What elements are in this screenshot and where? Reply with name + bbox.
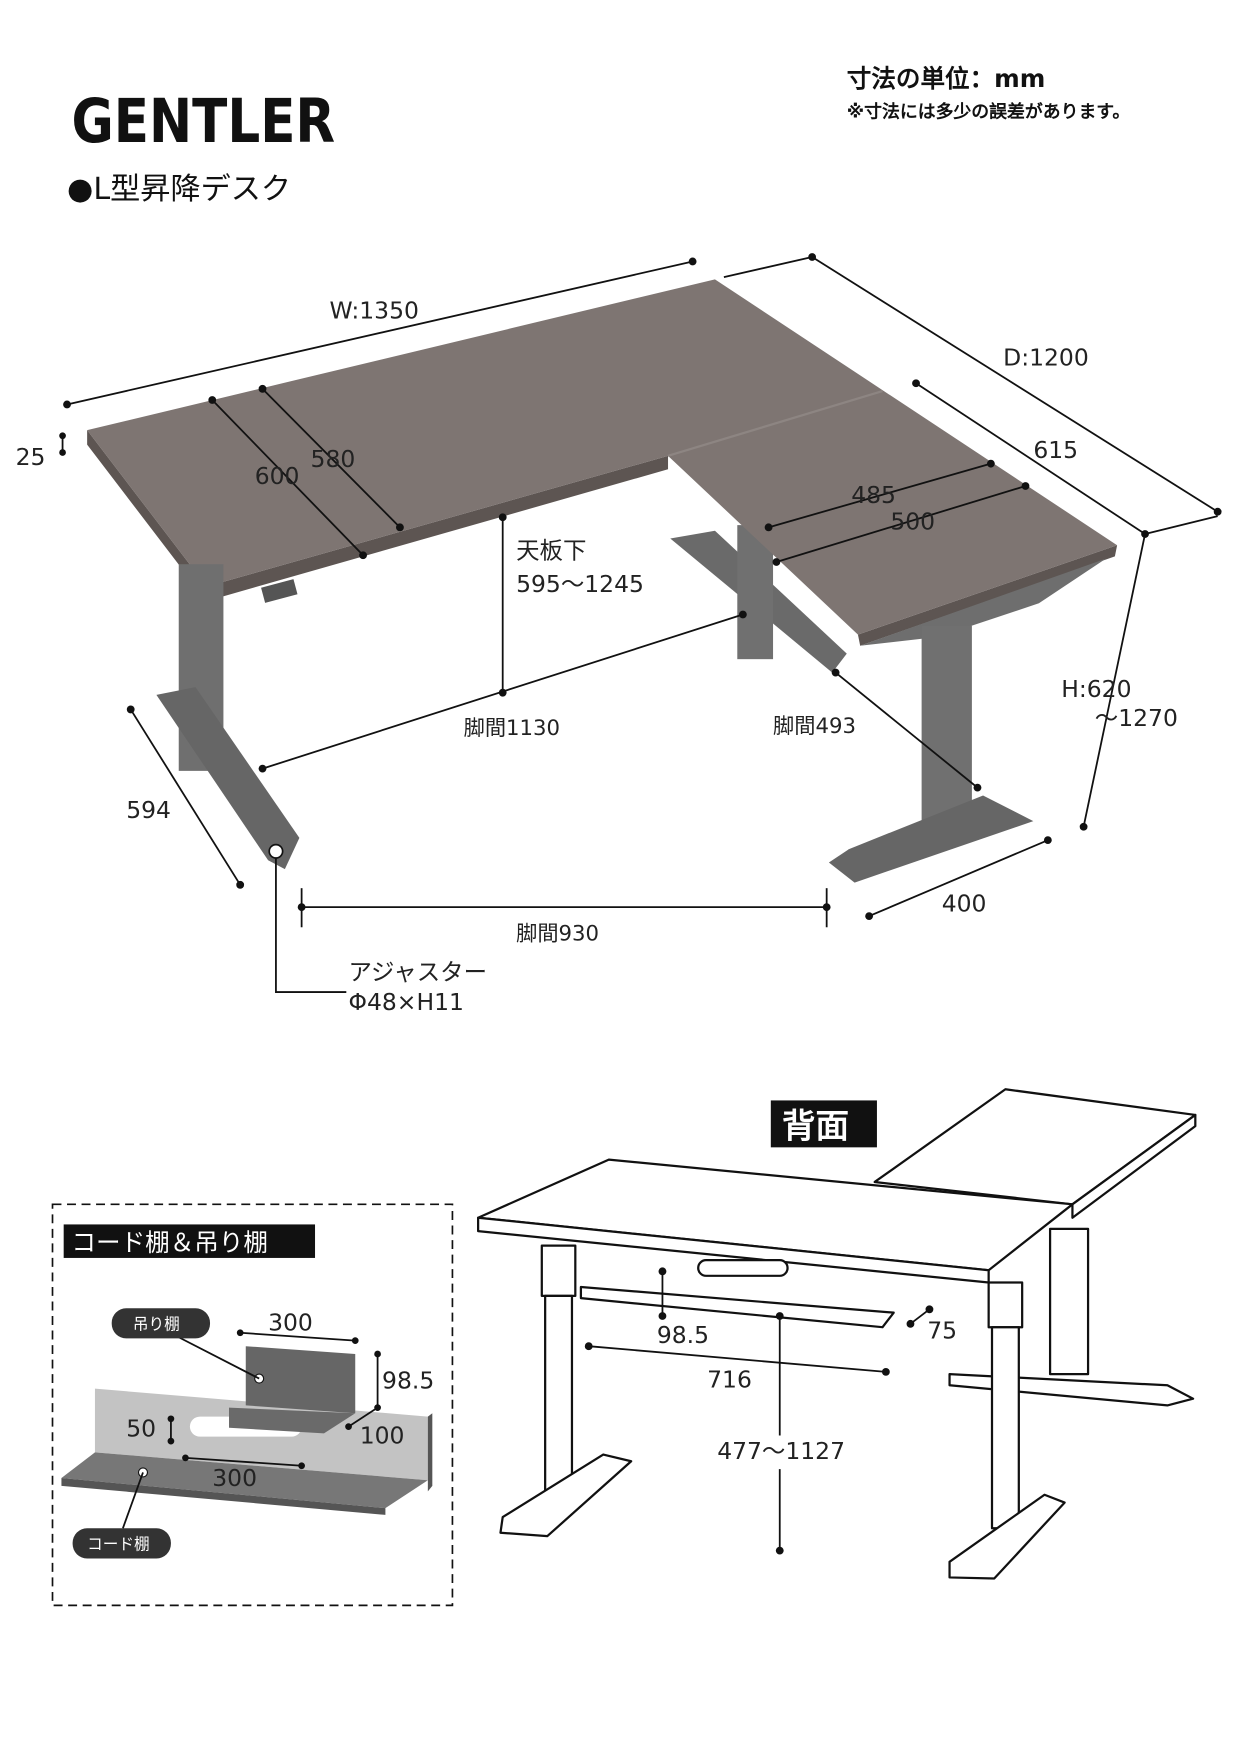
rear-shelf — [579, 1285, 895, 1329]
leg-span-1130: 脚間1130 — [464, 716, 560, 741]
hang-height-label: 98.5 — [382, 1367, 434, 1395]
adjuster-marker — [268, 843, 284, 859]
leg-span-493: 脚間493 — [773, 714, 856, 739]
rear-return-foot — [948, 1373, 1195, 1407]
rear-right-upper-leg — [987, 1281, 1024, 1329]
hanging-shelf-base — [229, 1407, 356, 1434]
return-615-label: 615 — [1033, 436, 1078, 464]
foot-400-label: 400 — [942, 890, 987, 918]
top-seam — [667, 389, 883, 457]
rear-right-lower-leg — [990, 1326, 1020, 1530]
depth-label: D:1200 — [1003, 343, 1089, 371]
under-top-value: 595～1245 — [516, 570, 644, 598]
rear-cable-slot — [697, 1259, 789, 1277]
rear-shelf-depth: 75 — [927, 1316, 957, 1344]
return-500-label: 500 — [890, 508, 935, 536]
rear-left-upper-leg — [540, 1244, 577, 1298]
under-top-label: 天板下 — [516, 537, 586, 565]
rear-shelf-height: 98.5 — [657, 1321, 709, 1349]
rear-title: 背面 — [782, 1106, 849, 1145]
shelf-inset: コード棚＆吊り棚 吊り棚 コード棚 — [51, 1203, 454, 1607]
inset-title-box — [63, 1224, 316, 1258]
height-value: ～1270 — [1095, 704, 1178, 732]
controller — [261, 579, 298, 603]
cord-shelf-pill — [72, 1528, 171, 1559]
foot-594-label: 594 — [126, 796, 171, 824]
inset-border — [51, 1203, 454, 1607]
rear-right-foot — [948, 1493, 1066, 1580]
desk-top — [87, 279, 1118, 635]
hang-width-label: 300 — [268, 1309, 313, 1337]
thickness-label: 25 — [16, 443, 46, 471]
rear-return-leg — [1048, 1227, 1090, 1376]
rear-left-foot — [499, 1453, 633, 1538]
height-label: H:620 — [1061, 675, 1131, 703]
slot-height-label: 50 — [126, 1415, 156, 1443]
left-foot — [156, 687, 300, 870]
return-edge — [857, 545, 1118, 646]
cord-shelf-base-edge — [61, 1478, 386, 1515]
width-label: W:1350 — [330, 296, 419, 324]
unit-note: 寸法の単位：mm — [847, 64, 1046, 93]
rear-left-lower-leg — [544, 1294, 574, 1493]
rear-return-top — [873, 1088, 1197, 1206]
cord-shelf-marker — [137, 1467, 149, 1478]
right-foot — [828, 795, 1034, 883]
rear-shelf-width: 716 — [707, 1366, 752, 1394]
depth-600-label: 600 — [255, 462, 300, 490]
adjuster-value: Φ48×H11 — [349, 988, 464, 1016]
return-485-label: 485 — [851, 481, 896, 509]
hang-depth-label: 100 — [360, 1421, 405, 1449]
slot-width-label: 300 — [212, 1464, 257, 1492]
inset-title: コード棚＆吊り棚 — [71, 1228, 268, 1257]
desk-illustration — [87, 279, 1118, 883]
cord-shelf-label: コード棚 — [87, 1535, 149, 1554]
depth-580-label: 580 — [311, 445, 356, 473]
brand-logo: GENTLER — [71, 87, 335, 157]
tolerance-note: ※寸法には多少の誤差があります。 — [847, 100, 1130, 122]
hanging-shelf-label: 吊り棚 — [133, 1314, 180, 1333]
rear-view: 背面 — [477, 1088, 1197, 1580]
leg-span-930: 脚間930 — [516, 922, 599, 947]
cord-shelf-base — [61, 1452, 428, 1509]
right-bracket — [860, 558, 1106, 646]
hanging-shelf-back — [245, 1346, 356, 1414]
adjuster-label: アジャスター — [349, 958, 488, 986]
right-leg — [921, 625, 972, 827]
product-title: ●L型昇降デスク — [67, 172, 291, 207]
rear-under-height: 477～1127 — [717, 1437, 845, 1465]
rear-return-edge — [1071, 1113, 1197, 1219]
hanging-shelf-pill — [111, 1308, 211, 1339]
dimension-lines — [59, 253, 1222, 993]
cord-shelf-side — [427, 1413, 433, 1492]
rear-title-box — [770, 1100, 877, 1148]
